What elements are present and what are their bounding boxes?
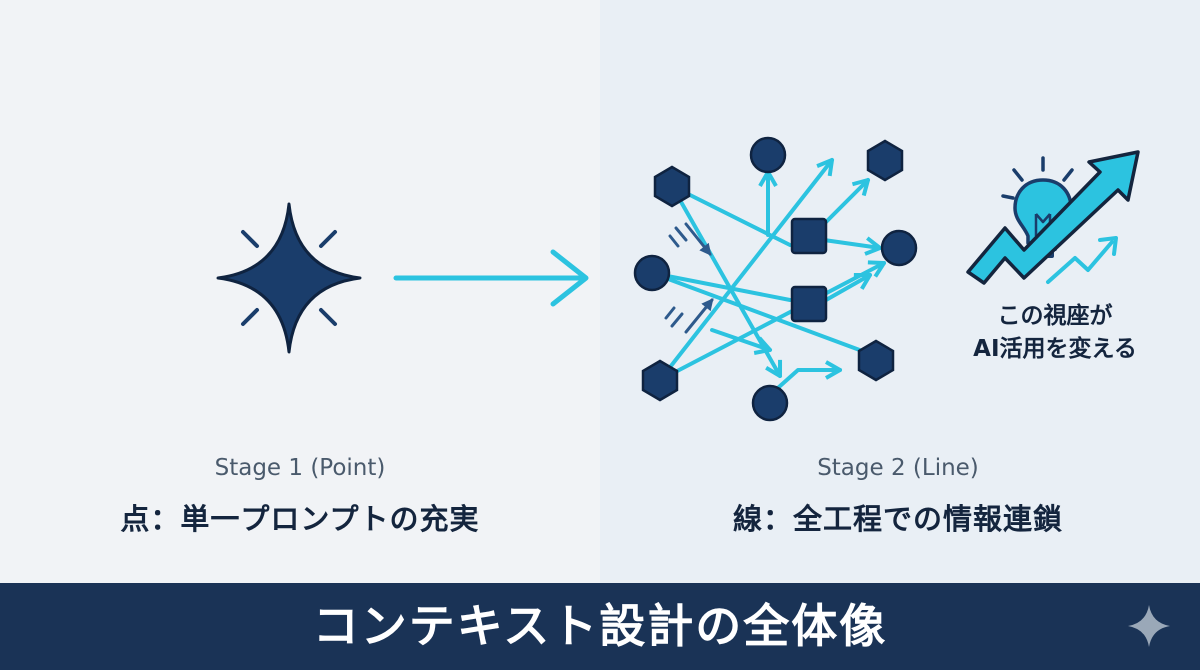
stage1-description: 点：単一プロンプトの充実	[120, 502, 480, 536]
growth-arrow-icon	[966, 150, 1140, 285]
sparkle-icon	[216, 202, 362, 354]
callout-line-1: この視座が	[997, 303, 1113, 329]
stage1-title: Stage 1 (Point)	[214, 455, 386, 481]
stage2-description: 線：全工程での情報連鎖	[732, 502, 1063, 536]
stage2-title: Stage 2 (Line)	[817, 455, 979, 481]
network-icon	[633, 136, 918, 422]
footer-bar: コンテキスト設計の全体像	[0, 583, 1200, 670]
transition-arrow	[393, 249, 589, 307]
page-title: コンテキスト設計の全体像	[312, 599, 888, 653]
diagram-artwork	[216, 136, 1140, 422]
callout-line-2: AI活用を変える	[973, 336, 1137, 362]
sparkle-icon	[1128, 605, 1170, 647]
insight-callout: この視座が AI活用を変える	[950, 300, 1160, 366]
